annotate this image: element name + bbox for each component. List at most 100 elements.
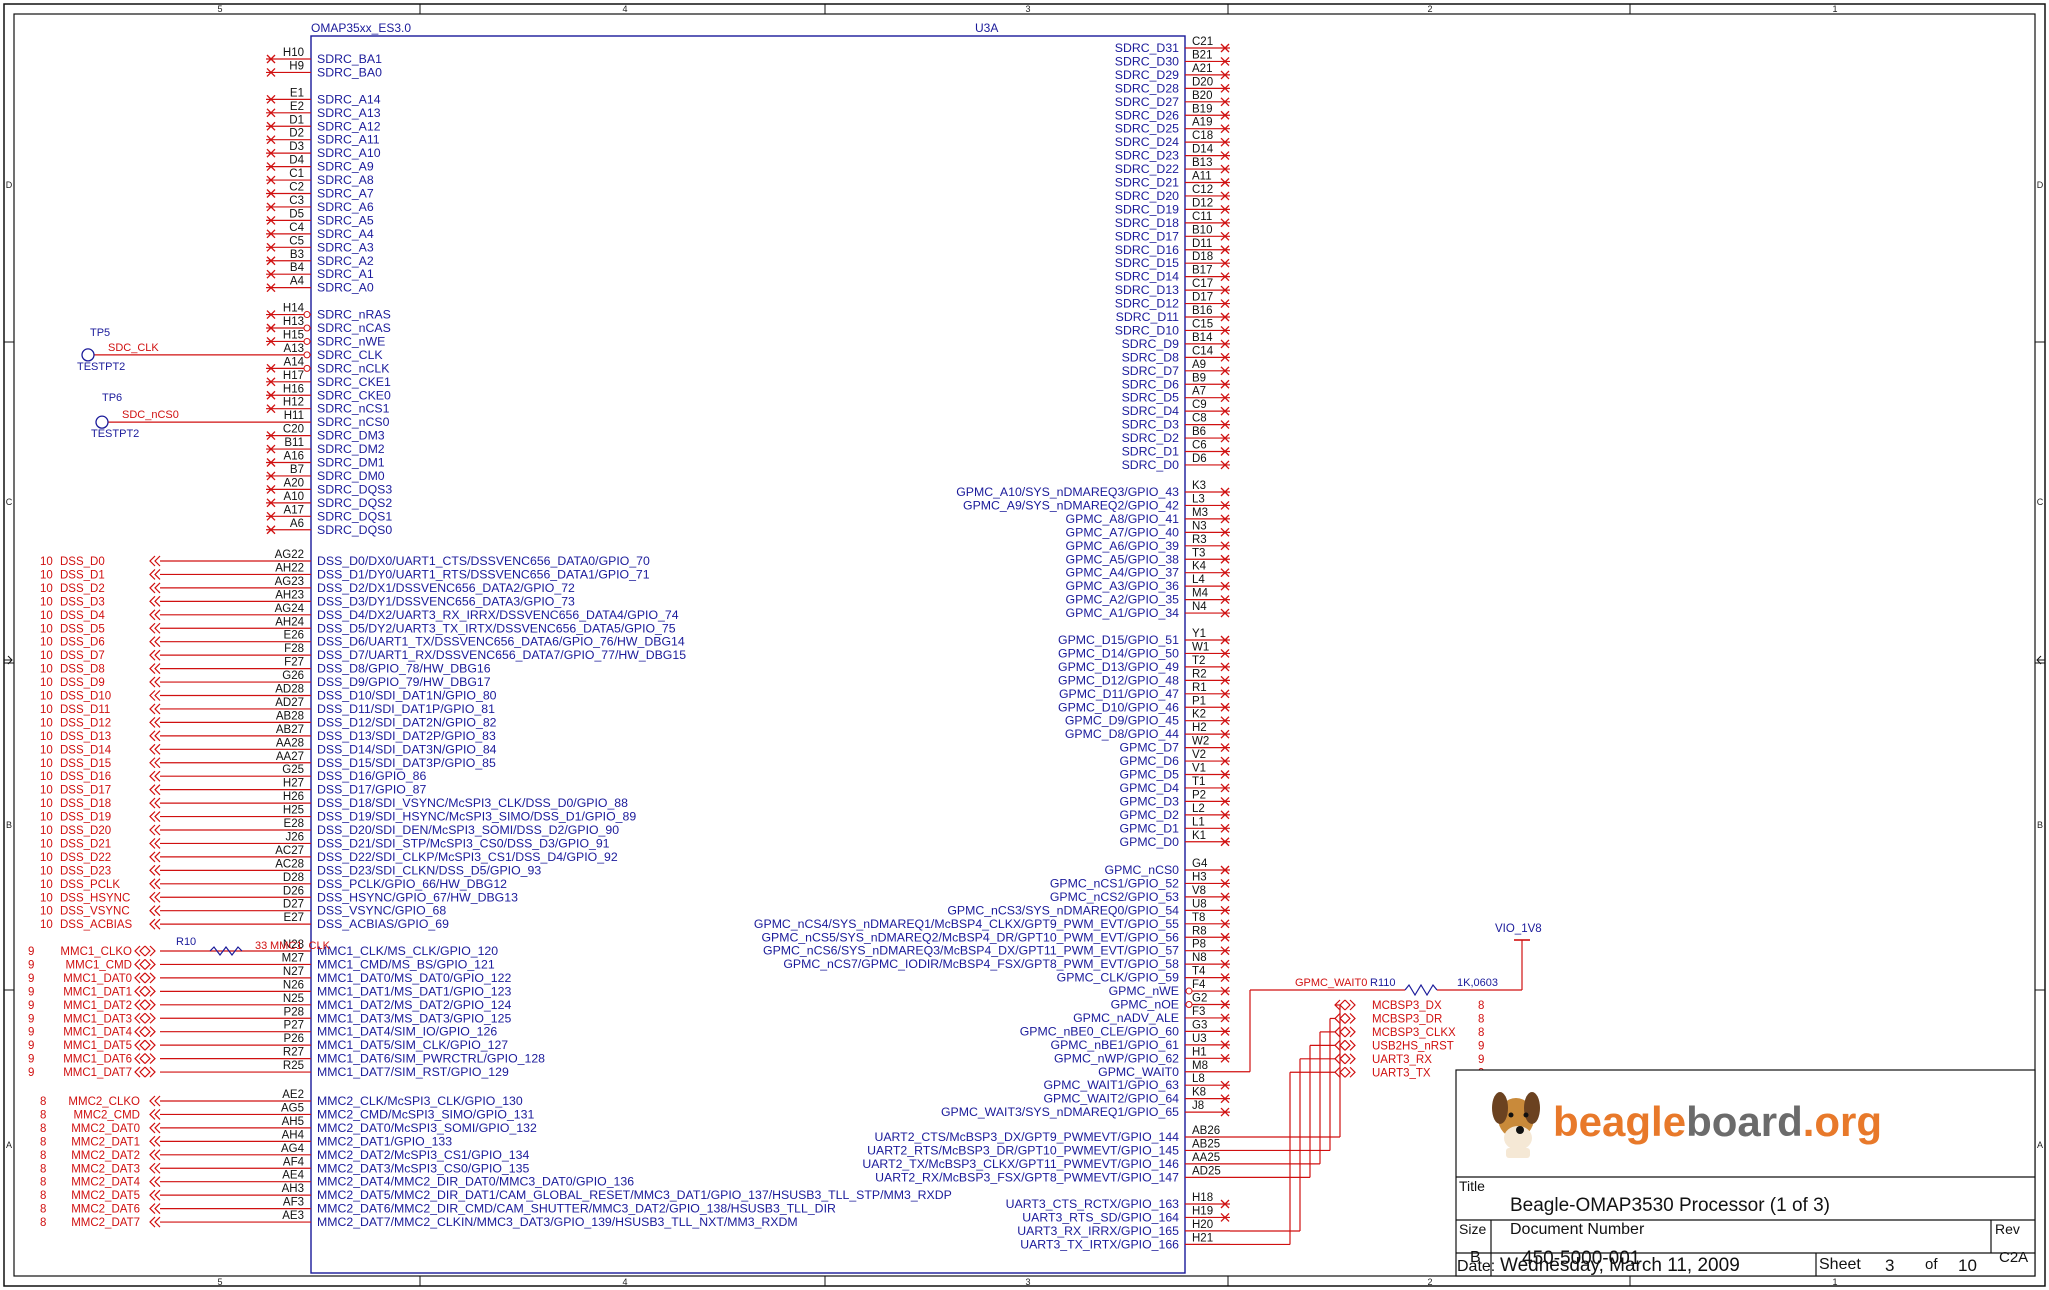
pin-name: GPMC_D3 (1120, 794, 1180, 808)
pin-name: SDRC_D29 (1115, 68, 1179, 82)
logo-eye (1508, 1112, 1514, 1118)
net-label: MMC1_DAT5 (63, 1040, 132, 1052)
net-label: USB2HS_nRST (1372, 1040, 1454, 1052)
offpage-connector (134, 999, 146, 1011)
net-label: MMC1_DAT1 (63, 986, 132, 998)
pin-name: GPMC_D13/GPIO_49 (1058, 660, 1179, 674)
pin-name: GPMC_nCS4/SYS_nDMAREQ1/McBSP4_CLKX/GPT9_… (754, 917, 1179, 931)
offpage-connector (149, 811, 161, 822)
net-label: DSS_PCLK (60, 879, 120, 891)
offpage-connector (144, 945, 156, 957)
pin-name: SDRC_A2 (317, 254, 374, 268)
pin-number: J8 (1192, 1100, 1204, 1112)
pin-number: B14 (1192, 332, 1213, 344)
logo-muzzle (1504, 1126, 1532, 1150)
pin-number: A17 (284, 504, 304, 516)
pin-name: GPMC_A1/GPIO_34 (1066, 606, 1180, 620)
no-connect-mark (1220, 919, 1230, 929)
pin-number: C6 (1192, 440, 1207, 452)
zone-label: 3 (1025, 4, 1030, 14)
net-label: MMC2_DAT3 (71, 1163, 140, 1175)
pin-name: SDRC_A3 (317, 240, 374, 254)
net-label: SDC_CLK (108, 342, 159, 354)
pin-name: UART3_CTS_RCTX/GPIO_163 (1006, 1197, 1180, 1211)
pin-number: C5 (289, 235, 304, 247)
pin-name: SDRC_BA0 (317, 65, 382, 79)
pin-name: DSS_D23/SDI_CLKN/DSS_D5/GPIO_93 (317, 863, 541, 877)
pin-number: N3 (1192, 520, 1207, 532)
pin-number: AH24 (275, 616, 304, 628)
pin-name: MMC2_DAT1/GPIO_133 (317, 1134, 452, 1148)
no-connect-mark (1220, 729, 1230, 739)
no-connect-mark (1220, 218, 1230, 228)
pin-name: GPMC_D1 (1120, 821, 1180, 835)
zone-label: 5 (217, 1277, 222, 1287)
no-connect-mark (1220, 514, 1230, 524)
no-connect-mark (1220, 460, 1230, 470)
title-label: Title (1459, 1178, 1485, 1194)
net-label: MMC1_CMD (66, 959, 132, 971)
net-label: MMC2_DAT5 (71, 1190, 140, 1202)
no-connect-mark (1220, 245, 1230, 255)
pin-number: D27 (283, 899, 304, 911)
sheet-ref: 10 (40, 556, 53, 568)
part-ref: U3A (975, 21, 998, 35)
pin-name: SDRC_D0 (1122, 458, 1180, 472)
pin-name: MMC1_DAT2/MS_DAT2/GPIO_124 (317, 998, 511, 1012)
zone-label: B (2037, 820, 2043, 830)
pin-name: SDRC_A13 (317, 106, 381, 120)
pin-number: P8 (1192, 939, 1206, 951)
offpage-connector (149, 1149, 161, 1161)
pin-number: C2 (289, 182, 304, 194)
pin-number: AG23 (275, 576, 304, 588)
logo-ear (1492, 1092, 1508, 1124)
pin-name: SDRC_A0 (317, 281, 374, 295)
pin-name: DSS_D9/GPIO_79/HW_DBG17 (317, 675, 491, 689)
pin-name: SDRC_CKE1 (317, 375, 391, 389)
pin-name: SDRC_A11 (317, 133, 380, 147)
no-connect-mark (1220, 272, 1230, 282)
pin-number: V8 (1192, 885, 1206, 897)
net-label: MMC1_CLK (270, 940, 331, 952)
pin-number: E28 (284, 818, 304, 830)
pin-number: V1 (1192, 763, 1206, 775)
sheet-ref: 10 (40, 879, 53, 891)
pin-number: R8 (1192, 925, 1207, 937)
pin-name: DSS_D18/SDI_VSYNC/McSPI3_CLK/DSS_D0/GPIO… (317, 796, 628, 810)
sheet-ref: 10 (40, 691, 53, 703)
pin-number: A6 (290, 518, 304, 530)
offpage-connector (149, 582, 161, 594)
no-connect-mark (1220, 1080, 1230, 1090)
sheet-ref: 10 (40, 744, 53, 756)
offpage-connector (149, 757, 161, 769)
sheet-ref: 9 (28, 1000, 34, 1012)
sheet-ref: 8 (40, 1163, 46, 1175)
zone-label: 3 (1025, 1277, 1030, 1287)
net-label: MMC1_DAT7 (63, 1067, 132, 1079)
pin-name: MMC2_CLK/McSPI3_CLK/GPIO_130 (317, 1094, 523, 1108)
no-connect-mark (1220, 231, 1230, 241)
pin-name: SDRC_nCAS (317, 321, 391, 335)
net-label: MMC2_CLKO (68, 1096, 140, 1108)
pin-name: GPMC_nCS3/SYS_nDMAREQ0/GPIO_54 (947, 903, 1179, 917)
sheet-ref: 9 (28, 986, 34, 998)
pin-name: GPMC_CLK/GPIO_59 (1057, 971, 1179, 985)
no-connect-mark (1220, 258, 1230, 268)
no-connect-mark (1220, 959, 1230, 969)
no-connect-mark (1220, 973, 1230, 983)
offpage-connector (149, 1109, 161, 1120)
no-connect-mark (1220, 433, 1230, 443)
sheet-ref: 8 (40, 1177, 46, 1189)
pin-name: SDRC_nCS0 (317, 415, 390, 429)
pin-name: GPMC_nWE (1109, 984, 1179, 998)
net-label: DSS_D19 (60, 812, 111, 824)
pin-name: DSS_VSYNC/GPIO_68 (317, 904, 446, 918)
offpage-connector (1344, 1026, 1356, 1038)
pin-number: B3 (290, 249, 304, 261)
net-label: DSS_D12 (60, 717, 111, 729)
pin-number: Y1 (1192, 628, 1206, 640)
pin-name: SDRC_D6 (1122, 377, 1180, 391)
no-connect-mark (266, 444, 276, 454)
offpage-connector (144, 1053, 156, 1065)
